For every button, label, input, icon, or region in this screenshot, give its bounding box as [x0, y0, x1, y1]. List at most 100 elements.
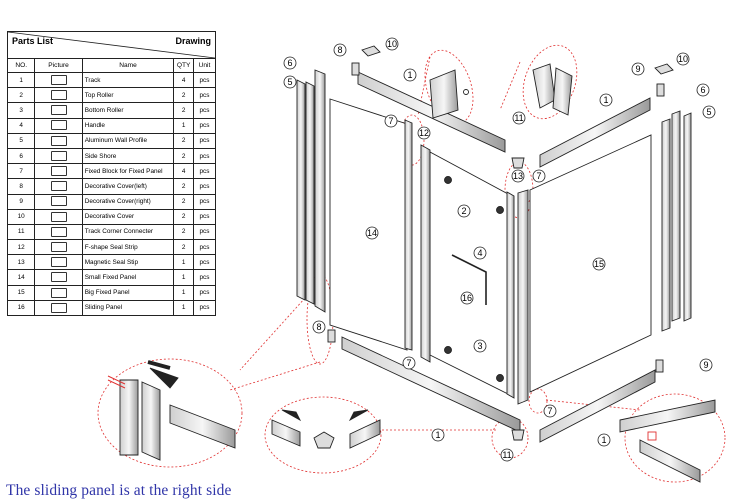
part-thumbnail-icon [50, 211, 67, 222]
callout-7-a: 7 [384, 114, 398, 128]
svg-text:6: 6 [287, 58, 292, 68]
callout-7-d: 7 [543, 404, 557, 418]
svg-text:5: 5 [287, 77, 292, 87]
part-thumbnail-icon [50, 181, 67, 192]
callout-7-c: 7 [402, 356, 416, 370]
part-thumbnail-icon [50, 120, 67, 131]
sliding-panel [420, 144, 515, 399]
part-unit: pcs [192, 147, 217, 165]
svg-text:9: 9 [703, 360, 708, 370]
callout-15: 15 [592, 257, 606, 271]
svg-text:3: 3 [477, 341, 482, 351]
callout-1-top: 1 [403, 68, 417, 82]
header-diagonal [8, 32, 215, 58]
part-thumbnail-icon [50, 226, 67, 237]
right-wall-profiles [661, 110, 692, 332]
svg-text:12: 12 [419, 128, 429, 138]
big-fixed-panel [517, 134, 652, 405]
parts-list-header: Parts List Drawing [7, 31, 216, 59]
callout-14: 14 [365, 226, 379, 240]
svg-text:7: 7 [547, 406, 552, 416]
part-thumbnail-icon [50, 241, 67, 252]
small-fixed-panel [329, 98, 413, 351]
callout-6-left: 6 [283, 56, 297, 70]
part-name: F-shape Seal Strip [81, 239, 175, 256]
callout-1-top-right: 1 [599, 93, 613, 107]
callout-5-right: 5 [702, 105, 716, 119]
caption: The sliding panel is at the right side [6, 482, 232, 499]
callout-11-top: 11 [512, 111, 526, 125]
svg-text:1: 1 [435, 430, 440, 440]
svg-text:13: 13 [513, 171, 523, 181]
part-thumbnail-icon [50, 166, 67, 177]
svg-text:4: 4 [477, 248, 482, 258]
svg-text:1: 1 [601, 435, 606, 445]
callout-4: 4 [473, 246, 487, 260]
svg-text:7: 7 [406, 358, 411, 368]
svg-text:8: 8 [337, 45, 342, 55]
svg-text:1: 1 [407, 70, 412, 80]
svg-text:5: 5 [706, 107, 711, 117]
callout-1-bottom-left: 1 [431, 428, 445, 442]
svg-text:10: 10 [387, 39, 397, 49]
part-thumbnail-icon [50, 105, 67, 116]
svg-text:1: 1 [603, 95, 608, 105]
part-thumbnail-icon [50, 272, 67, 283]
part-thumbnail-icon [50, 90, 67, 101]
svg-text:7: 7 [388, 116, 393, 126]
callout-8-bottom: 8 [312, 320, 326, 334]
part-name: Sliding Panel [81, 299, 175, 317]
callout-16: 16 [460, 291, 474, 305]
callout-5-left: 5 [283, 75, 297, 89]
tracks [341, 71, 656, 443]
svg-text:16: 16 [462, 293, 472, 303]
svg-text:6: 6 [700, 85, 705, 95]
svg-text:14: 14 [367, 228, 377, 238]
part-thumbnail-icon [50, 257, 67, 268]
callout-3: 3 [473, 339, 487, 353]
callout-1-bottom-right: 1 [597, 433, 611, 447]
callout-11-bottom: 11 [500, 448, 514, 462]
svg-text:11: 11 [502, 450, 511, 460]
parts-list-table: Parts List Drawing NO. Picture Name QTY … [6, 31, 217, 317]
part-thumbnail-icon [50, 302, 67, 313]
svg-text:10: 10 [678, 54, 688, 64]
svg-text:8: 8 [316, 322, 321, 332]
callout-2: 2 [457, 204, 471, 218]
small-fittings [327, 45, 674, 441]
part-thumbnail-icon [50, 150, 67, 161]
part-thumbnail-icon [50, 135, 67, 146]
part-thumbnail-icon [50, 287, 67, 298]
callout-8-top: 8 [333, 43, 347, 57]
callout-10-right: 10 [676, 52, 690, 66]
part-number: 16 [6, 299, 36, 317]
part-picture [34, 254, 83, 271]
callout-12: 12 [417, 126, 431, 140]
svg-text:9: 9 [635, 64, 640, 74]
drawing-label: Drawing [175, 36, 211, 46]
callout-9-top: 9 [631, 62, 645, 76]
svg-text:15: 15 [594, 259, 604, 269]
svg-text:2: 2 [461, 206, 466, 216]
left-wall-profiles [296, 69, 326, 313]
callout-7-b: 7 [532, 169, 546, 183]
part-picture [34, 102, 83, 119]
svg-text:7: 7 [536, 171, 541, 181]
part-thumbnail-icon [50, 74, 67, 85]
part-thumbnail-icon [50, 196, 67, 207]
part-callouts: 1 1 1 1 2 3 4 5 5 6 6 7 7 7 7 8 8 9 9 10… [283, 37, 716, 462]
callout-13: 13 [511, 169, 525, 183]
callout-9-bottom: 9 [699, 358, 713, 372]
